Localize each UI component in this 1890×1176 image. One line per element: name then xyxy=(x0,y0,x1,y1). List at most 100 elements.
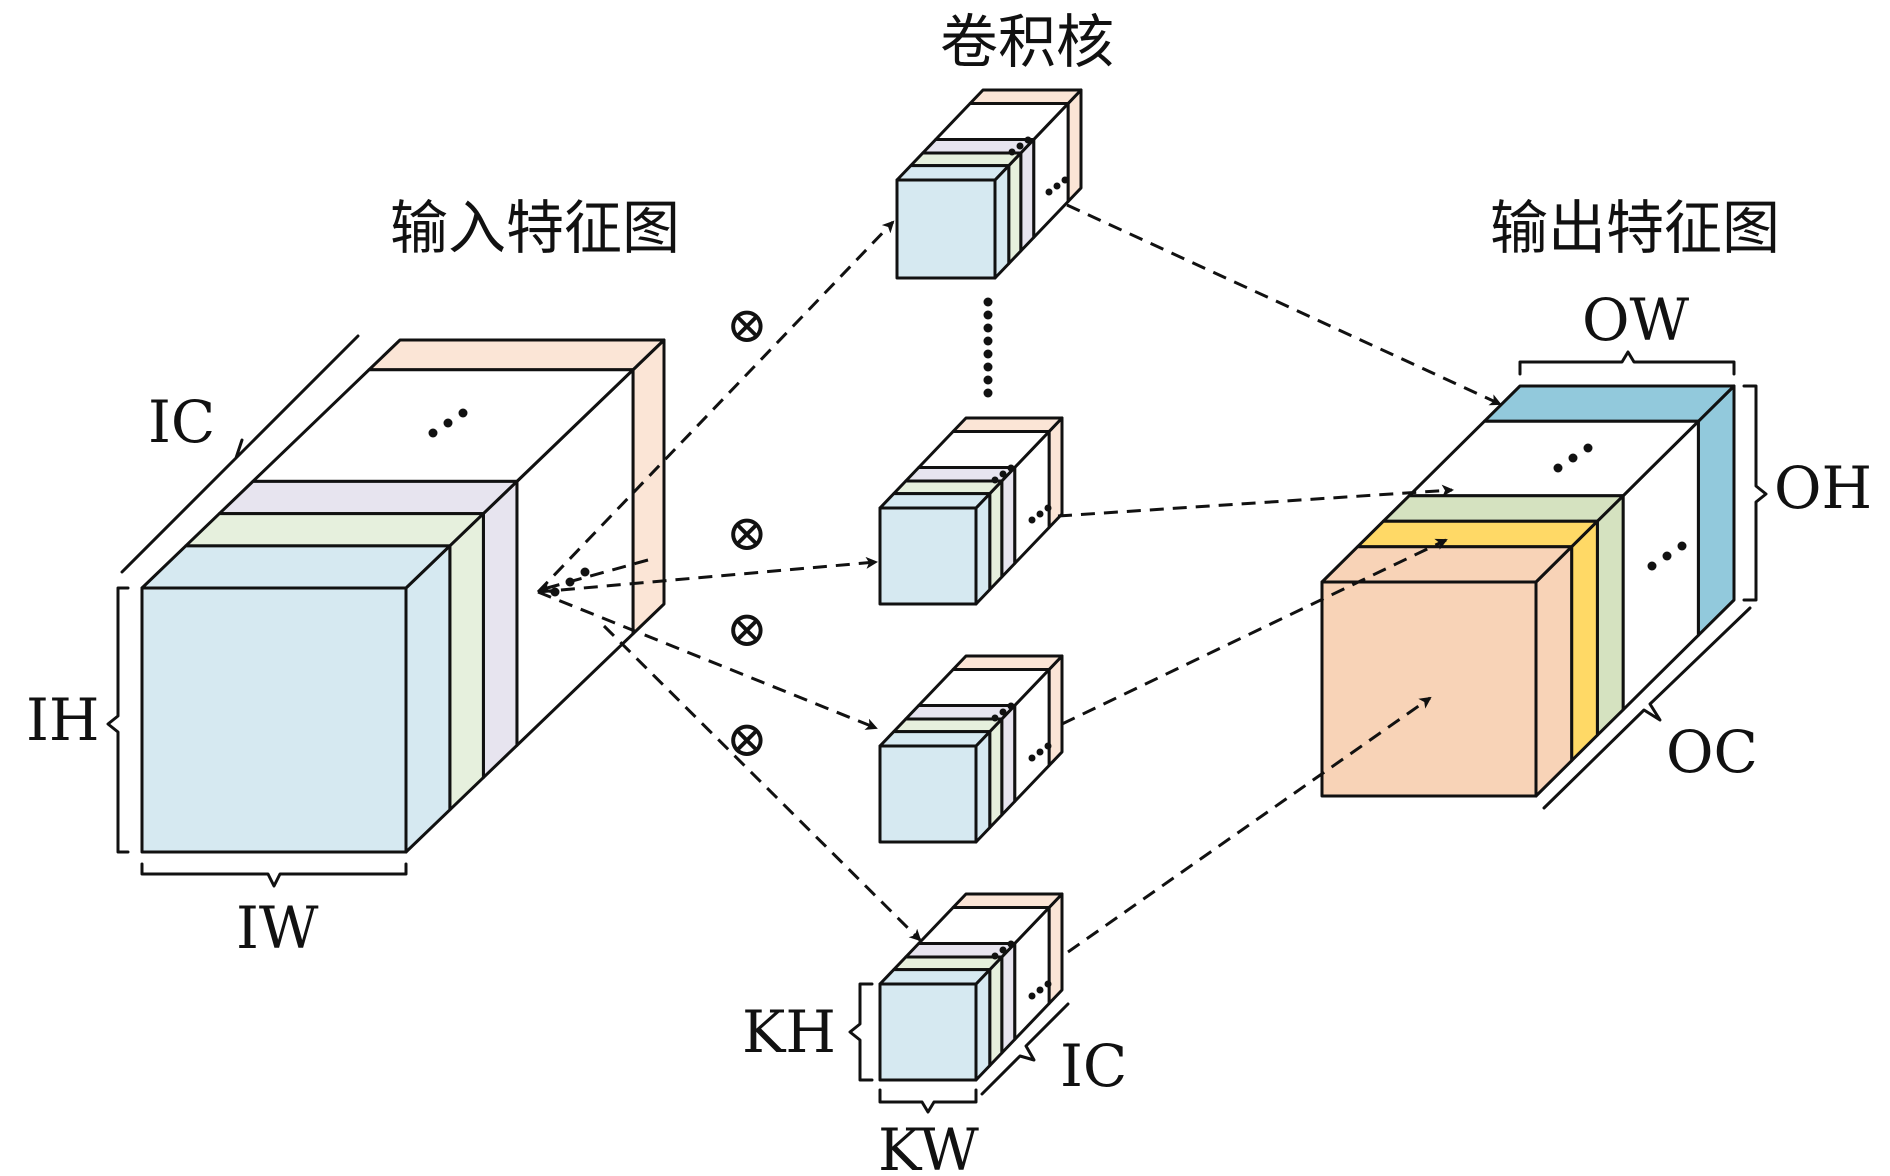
kernel-slice-side xyxy=(1047,654,1064,767)
kernel-ellipsis xyxy=(1045,188,1053,196)
kernel-ic-label: IC xyxy=(1060,1032,1127,1100)
kernel-ellipsis xyxy=(1036,986,1044,994)
input-ic-brace xyxy=(120,334,360,574)
kernel-1 xyxy=(895,88,1083,280)
input-iw-label: IW xyxy=(236,894,319,962)
kernel-ic-brace xyxy=(980,1002,1070,1096)
output-ellipsis xyxy=(1662,551,1672,561)
kernel-title: 卷积核 xyxy=(940,8,1114,76)
kernel-kh-brace xyxy=(848,982,874,1082)
arrow-kernel-to-output xyxy=(1066,203,1502,406)
kernel-ellipsis xyxy=(1044,504,1052,512)
output-oh-brace xyxy=(1742,384,1768,602)
arrow-kernel-to-output xyxy=(1067,696,1432,954)
input-ellipsis xyxy=(580,567,590,577)
kernel-ellipsis xyxy=(1024,136,1032,144)
kernel-4 xyxy=(878,892,1064,1082)
operator-symbol: ⊗ xyxy=(726,710,768,768)
kernel-slice-top xyxy=(951,416,1064,433)
kernel-slice-side xyxy=(1000,466,1017,579)
kernel-ellipsis-dot xyxy=(983,375,993,385)
kernel-ellipsis xyxy=(1028,516,1036,524)
input-ic-label: IC xyxy=(148,388,215,456)
kernel-ellipsis-dot xyxy=(983,362,993,372)
input-slice-side xyxy=(404,544,452,854)
kernel-slice-top xyxy=(951,654,1064,671)
kernel-ellipsis xyxy=(991,476,999,484)
output-ow-label: OW xyxy=(1582,286,1690,354)
output-title: 输出特征图 xyxy=(1490,194,1780,262)
arrow-input-to-kernel xyxy=(536,220,895,594)
arrow-input-to-kernel xyxy=(537,590,878,730)
kernel-ellipsis xyxy=(999,946,1007,954)
kernel-stack xyxy=(878,88,1083,1082)
input-ih-label: IH xyxy=(26,686,100,754)
kernel-ellipsis xyxy=(1007,702,1015,710)
operator-symbol: ⊗ xyxy=(726,600,768,658)
operator-symbol: ⊗ xyxy=(726,504,768,562)
input-slice-top xyxy=(217,479,519,516)
kernel-slice-side xyxy=(974,730,992,844)
output-oh-label: OH xyxy=(1774,454,1872,522)
kernel-front-face xyxy=(895,178,997,280)
arrow-kernel-to-output xyxy=(1061,538,1448,726)
kernel-ellipsis-dot xyxy=(983,388,993,398)
kernel-slice-side xyxy=(974,492,992,606)
input-ellipsis xyxy=(428,428,438,438)
output-slice-side xyxy=(1570,519,1599,763)
output-front-face xyxy=(1320,580,1538,798)
kernel-kh-label: KH xyxy=(742,998,836,1066)
kernel-slice-side xyxy=(993,164,1011,280)
kernel-ellipsis xyxy=(991,952,999,960)
operator-symbol: ⊗ xyxy=(726,296,768,354)
kernel-slice-top xyxy=(968,88,1083,105)
output-oc-label: OC xyxy=(1666,718,1758,786)
kernel-ellipsis-dot xyxy=(983,349,993,359)
output-ellipsis xyxy=(1677,541,1687,551)
kernel-ellipsis xyxy=(1008,148,1016,156)
kernel-slice-side xyxy=(974,968,992,1082)
kernel-slice-top xyxy=(892,717,1004,734)
kernel-slice-top xyxy=(892,479,1004,496)
kernel-ellipsis xyxy=(1053,182,1061,190)
output-oc-brace xyxy=(1542,606,1752,810)
kernel-slice-top xyxy=(895,164,1011,182)
kernel-slice-side xyxy=(1047,416,1064,529)
input-ih-brace xyxy=(106,586,130,854)
kernel-ellipsis xyxy=(1036,748,1044,756)
input-title: 输入特征图 xyxy=(390,194,680,262)
arrows xyxy=(536,203,1502,954)
kernel-ellipsis xyxy=(1044,742,1052,750)
kernel-slice-side xyxy=(988,717,1004,830)
kernel-slice-side xyxy=(1007,151,1023,266)
output-ow-brace xyxy=(1518,350,1736,376)
output-slice-top xyxy=(1320,545,1574,584)
input-ellipsis xyxy=(458,408,468,418)
kernel-3 xyxy=(878,654,1064,844)
kernel-ellipsis xyxy=(1061,176,1069,184)
output-ellipsis xyxy=(1647,561,1657,571)
kernel-slice-side xyxy=(1047,892,1064,1005)
output-feature-map xyxy=(1320,384,1736,798)
input-ellipsis xyxy=(550,587,560,597)
kernel-slice-top xyxy=(904,942,1017,959)
kernel-ellipsis-dot xyxy=(983,297,993,307)
kernel-slice-side xyxy=(1066,88,1083,203)
output-ellipsis xyxy=(1568,453,1578,463)
input-slice-top xyxy=(184,512,485,548)
output-slice-top xyxy=(1356,519,1599,549)
kernel-ellipsis-dot xyxy=(983,336,993,346)
kernel-slice-top xyxy=(951,892,1064,909)
output-slice-top xyxy=(1482,384,1736,423)
input-slice-top xyxy=(140,544,452,590)
kernel-2 xyxy=(878,416,1064,606)
output-slice-top xyxy=(1381,494,1625,523)
kernel-slice-top xyxy=(892,955,1004,972)
kernel-ellipsis xyxy=(983,297,993,398)
kernel-ellipsis xyxy=(999,708,1007,716)
kernel-slice-top xyxy=(904,704,1017,721)
kernel-ellipsis-dot xyxy=(983,323,993,333)
input-iw-brace xyxy=(140,862,408,888)
input-front-face xyxy=(140,586,408,854)
